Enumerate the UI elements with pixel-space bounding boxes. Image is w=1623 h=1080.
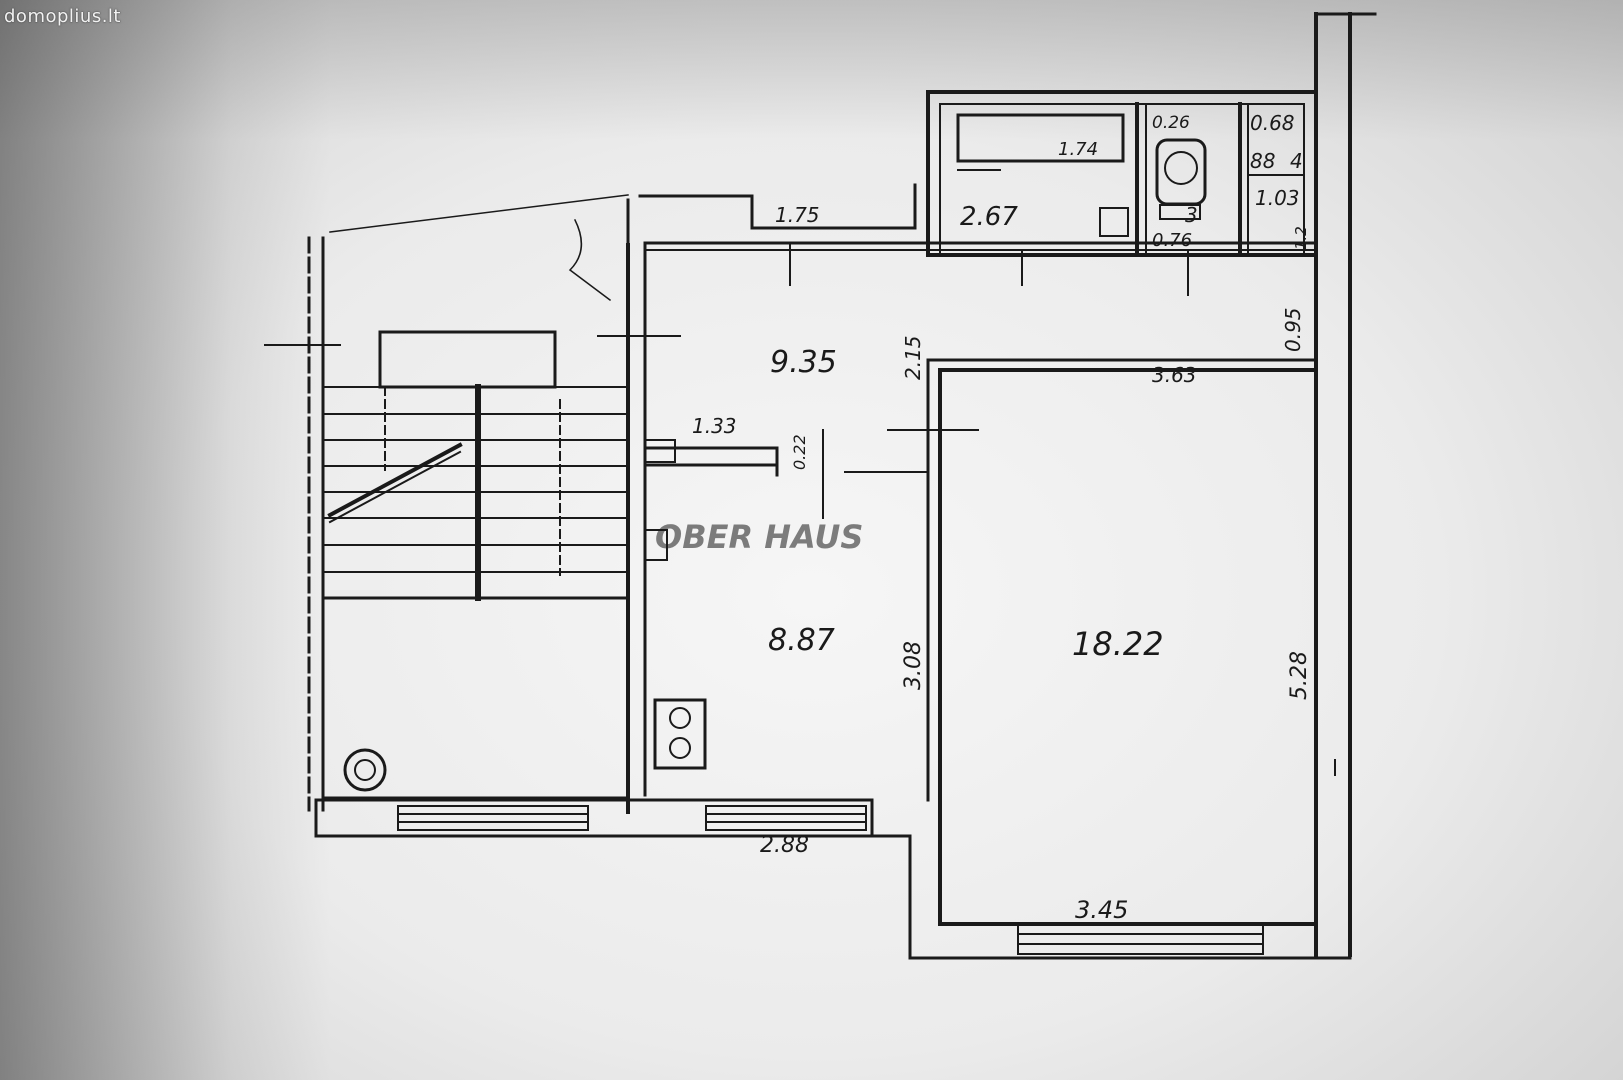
interior-walls [626, 198, 1318, 926]
staircase [307, 236, 630, 812]
exterior-wall-right [1314, 12, 1377, 957]
dim-4: 4 [1290, 149, 1303, 173]
dim-2-88: 2.88 [760, 833, 809, 858]
room-area-bath: 2.67 [960, 202, 1018, 232]
bathroom-block [926, 90, 1318, 257]
dim-0-68: 0.68 [1250, 111, 1295, 135]
dim-1-75: 1.75 [775, 203, 820, 227]
dim-3-63: 3.63 [1152, 363, 1197, 387]
entry-niche [638, 183, 917, 230]
room-area-kitchen: 8.87 [768, 623, 835, 658]
exterior-wall-bottom [314, 798, 1352, 960]
axis-marks [264, 242, 1336, 776]
agency-watermark: OBER HAUS [655, 518, 863, 556]
site-watermark: domoplius.lt [4, 6, 121, 27]
dim-88: 88 [1250, 149, 1275, 173]
dim-0-76: 0.76 [1152, 230, 1192, 251]
room-area-hall: 9.35 [770, 345, 837, 380]
dim-3-45: 3.45 [1075, 896, 1128, 924]
sketch-line [329, 194, 629, 302]
dim-0-26: 0.26 [1152, 113, 1190, 133]
dim-bathtub: 1.74 [1058, 139, 1098, 160]
dim-0-95: 0.95 [1281, 307, 1305, 352]
room-area-wc: 3 [1185, 203, 1198, 227]
room-area-living: 18.22 [1072, 625, 1164, 663]
dim-3-08: 3.08 [901, 641, 926, 690]
dim-0-22: 0.22 [790, 434, 809, 470]
dim-1-33: 1.33 [692, 414, 737, 438]
dim-1-2: 1.2 [1292, 226, 1310, 250]
room-area-storage: 1.03 [1255, 186, 1300, 210]
stove-icon [653, 698, 707, 770]
dim-5-28: 5.28 [1287, 651, 1312, 700]
dim-2-15: 2.15 [901, 335, 925, 380]
